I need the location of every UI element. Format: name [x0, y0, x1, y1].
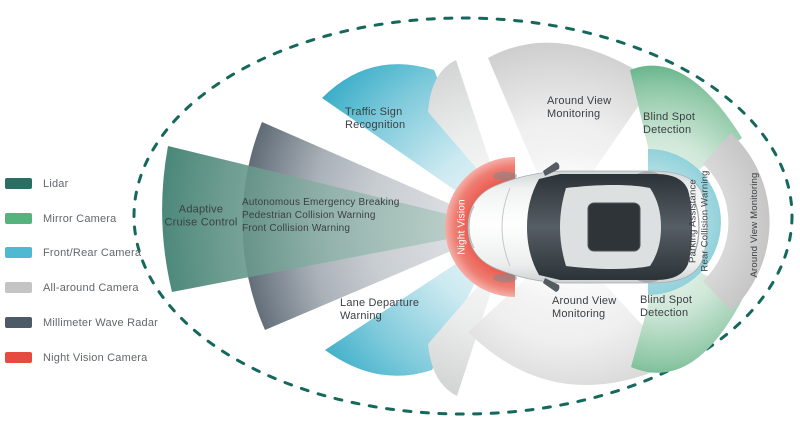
label-parking-assistance: Parking Assistance Rear Collision Warnin…: [687, 170, 711, 272]
legend-label-night-vision-camera: Night Vision Camera: [43, 351, 148, 364]
car-hood-line: [501, 187, 511, 267]
wedge-lidar-adaptive-cruise: [162, 146, 505, 292]
legend-label-millimeter-wave-radar: Millimeter Wave Radar: [43, 316, 159, 329]
car-trunk-line: [693, 199, 700, 255]
legend-swatch-mirror-camera: [5, 213, 32, 224]
car-mirror-top: [543, 162, 560, 176]
legend-item-night-vision-camera: Night Vision Camera: [5, 351, 147, 364]
wedge-traffic-sign-recognition: [322, 64, 498, 220]
coverage-boundary-ellipse: [132, 16, 794, 416]
label-night-vision: Night Vision: [456, 199, 468, 255]
legend-swatch-millimeter-wave-radar: [5, 317, 32, 328]
label-blind-spot-bottom: Blind Spot Detection: [640, 294, 693, 320]
wedge-around-view-top: [488, 42, 655, 222]
legend-swatch-lidar: [5, 178, 32, 189]
label-around-view-top: Around View Monitoring: [547, 95, 612, 121]
car-wheel-front-bottom: [493, 273, 517, 283]
legend-item-mirror-camera: Mirror Camera: [5, 212, 117, 225]
wedge-around-view-front-lower: [428, 258, 502, 396]
legend-label-all-around-camera: All-around Camera: [43, 281, 139, 294]
label-lane-departure-warning: Lane Departure Warning: [340, 297, 420, 323]
arc-around-view-rear: [703, 133, 770, 311]
wedge-around-view-bottom: [468, 242, 676, 386]
car-wheel-front-top: [493, 171, 517, 181]
label-around-view-bottom: Around View Monitoring: [552, 295, 617, 321]
legend-swatch-front-rear-camera: [5, 247, 32, 258]
legend-swatch-night-vision-camera: [5, 352, 32, 363]
label-adaptive-cruise-control: Adaptive Cruise Control: [164, 203, 238, 229]
car-mirror-bottom: [543, 278, 560, 292]
wedge-lane-departure-warning: [325, 236, 498, 376]
legend-item-millimeter-wave-radar: Millimeter Wave Radar: [5, 316, 158, 329]
legend-label-mirror-camera: Mirror Camera: [43, 212, 117, 225]
car-front-bumper-line: [468, 205, 475, 249]
legend-item-lidar: Lidar: [5, 177, 68, 190]
legend-item-front-rear-camera: Front/Rear Camera: [5, 246, 141, 259]
label-around-view-rear: Around View Monitoring: [748, 172, 760, 278]
label-traffic-sign-recognition: Traffic Sign Recognition: [345, 106, 406, 132]
wedge-around-view-front-upper: [428, 60, 502, 198]
legend-label-front-rear-camera: Front/Rear Camera: [43, 246, 142, 259]
car-top-view: [467, 162, 708, 292]
label-collision-warnings: Autonomous Emergency Breaking Pedestrian…: [242, 197, 400, 234]
car-sunroof: [587, 202, 641, 252]
legend-label-lidar: Lidar: [43, 177, 69, 190]
legend-item-all-around-camera: All-around Camera: [5, 281, 139, 294]
label-blind-spot-top: Blind Spot Detection: [643, 111, 696, 137]
legend-swatch-all-around-camera: [5, 282, 32, 293]
